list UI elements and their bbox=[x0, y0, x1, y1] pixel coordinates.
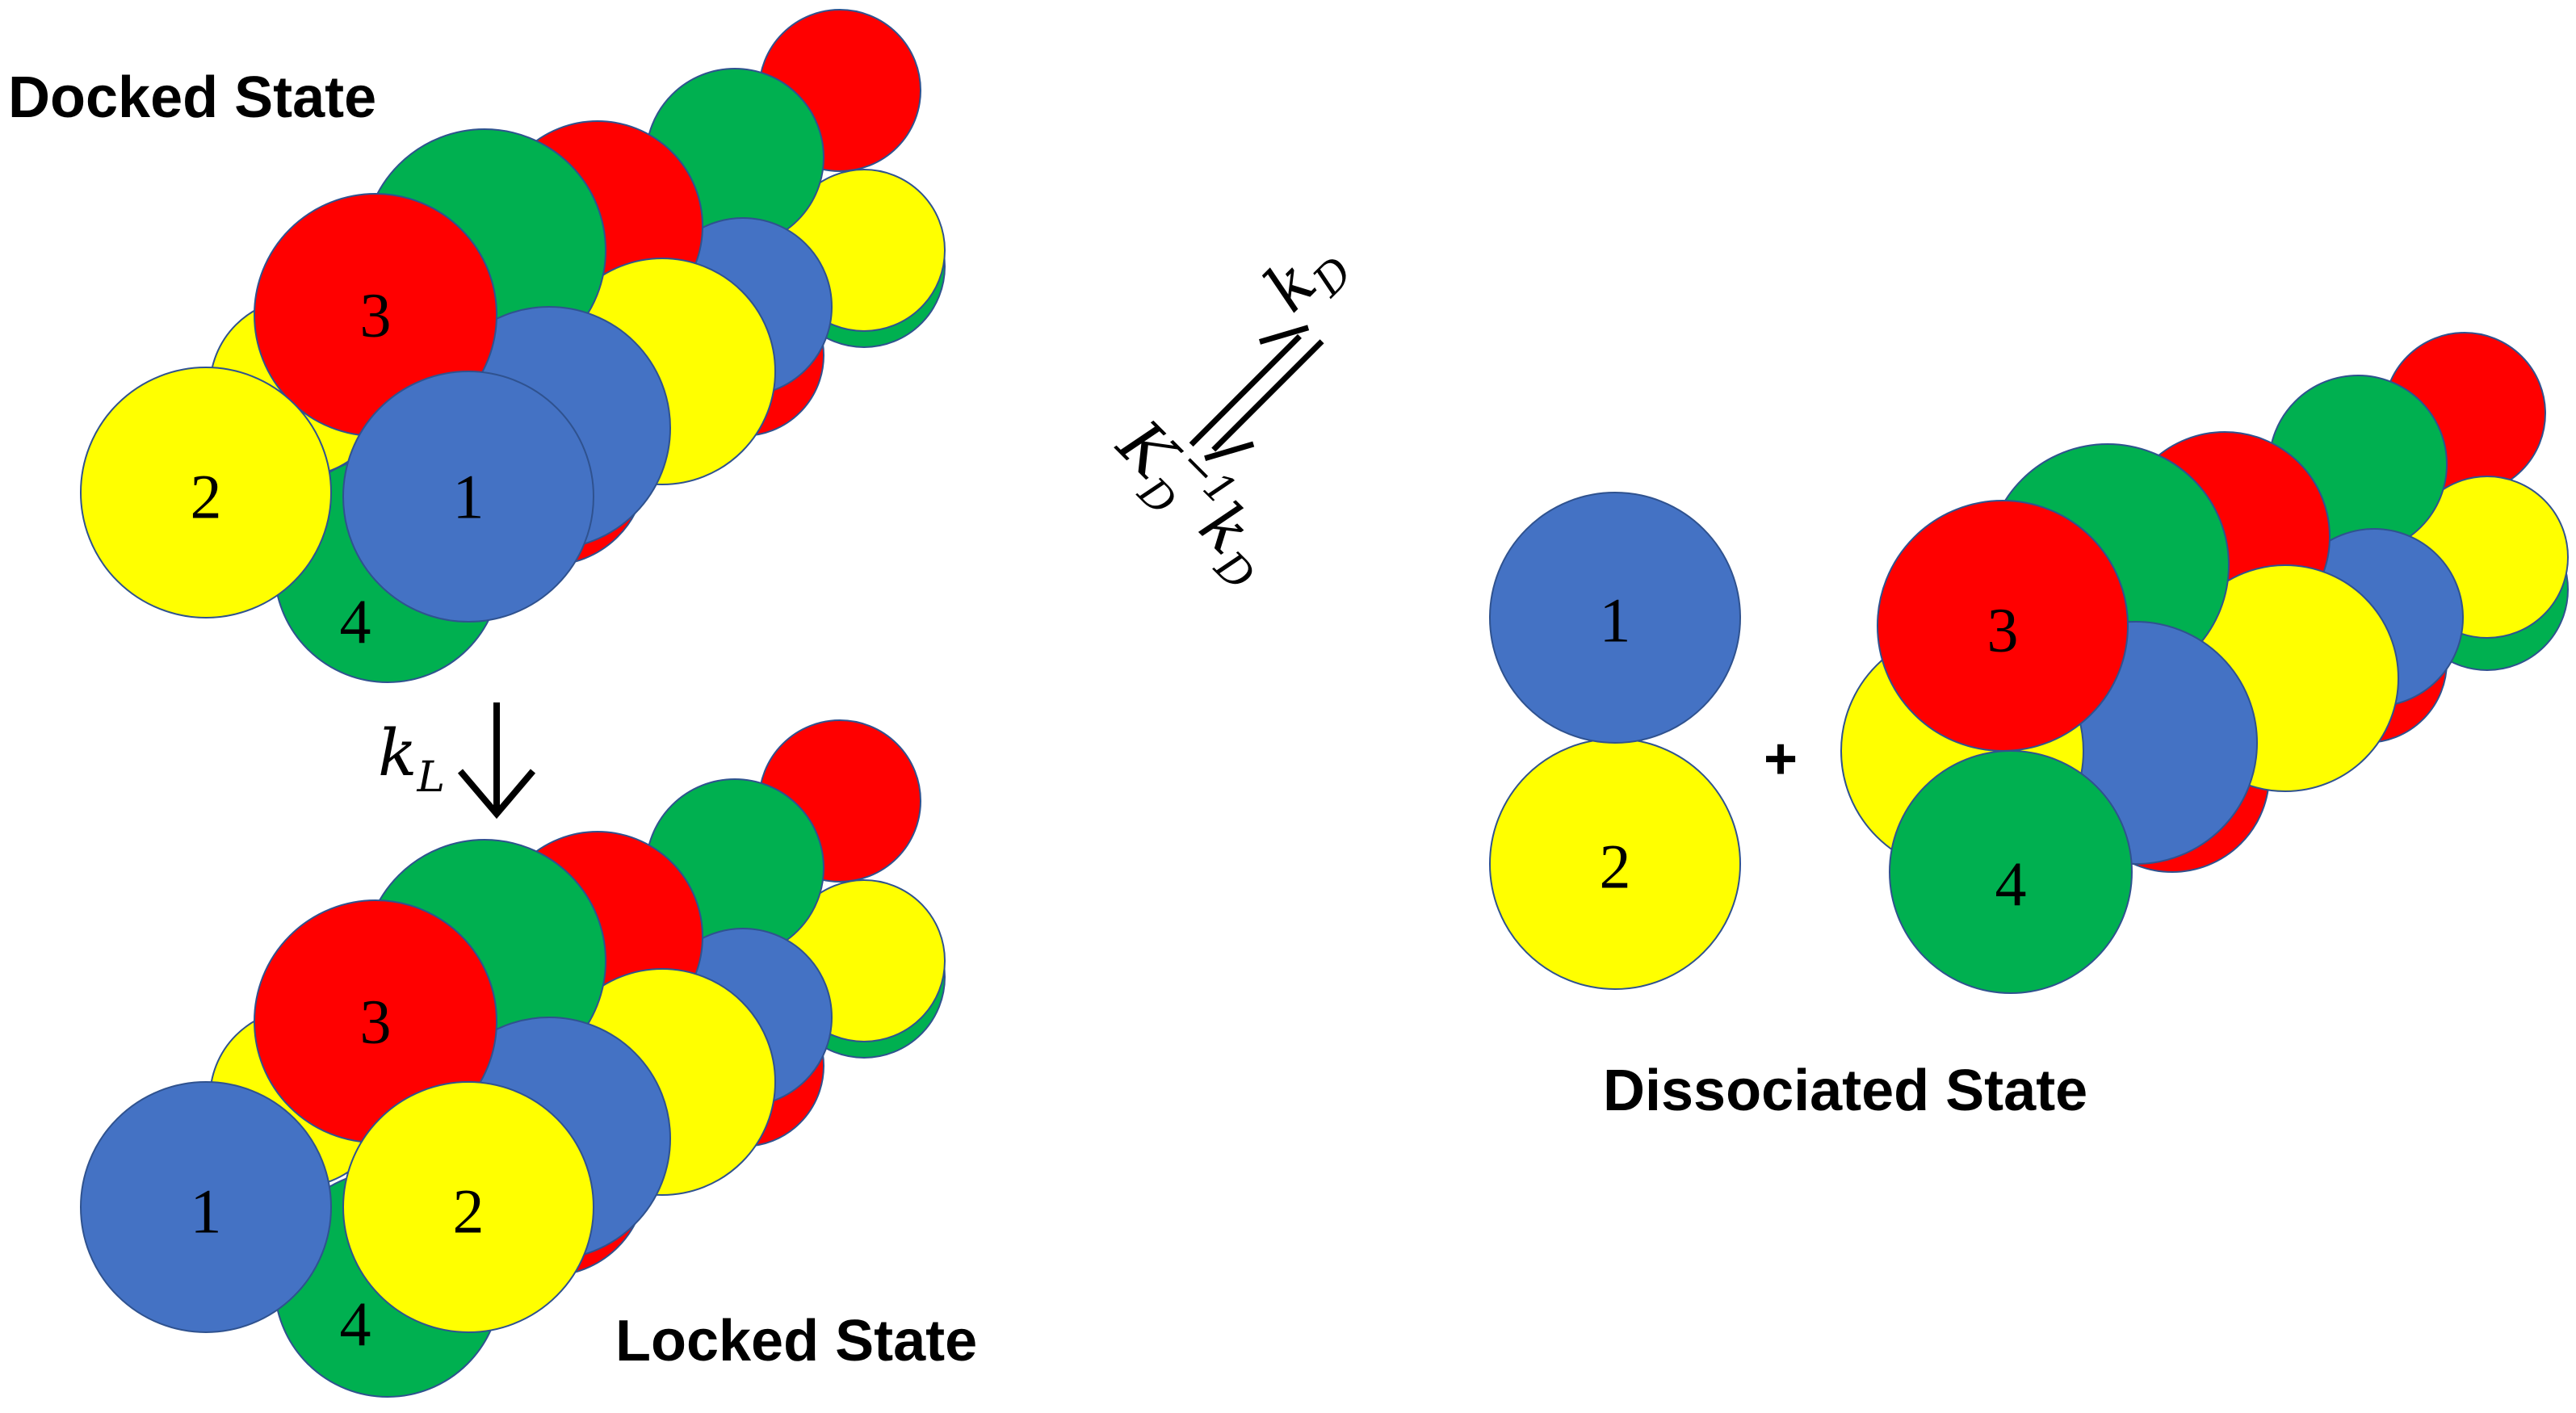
dissociated-state-title: Dissociated State bbox=[1603, 1059, 2087, 1123]
locked-label-1: 1 bbox=[191, 1176, 222, 1247]
dissociated-label-1: 1 bbox=[1600, 585, 1631, 656]
dissociated-monomers: 1 2 bbox=[1489, 492, 1741, 990]
docked-subunit-2 bbox=[80, 367, 332, 618]
kl-rate-label: kL bbox=[378, 715, 445, 802]
kl-transition: kL bbox=[378, 702, 536, 820]
locked-label-4: 4 bbox=[340, 1289, 371, 1360]
docked-label-4: 4 bbox=[340, 587, 371, 657]
docked-label-3: 3 bbox=[360, 280, 392, 350]
equilibrium-arrows bbox=[1189, 325, 1324, 462]
kl-arrow bbox=[457, 702, 536, 820]
filament-label-3: 3 bbox=[1987, 595, 2019, 665]
kd-rate-label: kD bbox=[1250, 221, 1362, 333]
locked-label-3: 3 bbox=[360, 987, 392, 1057]
plus-sign: + bbox=[1764, 727, 1798, 791]
locked-label-2: 2 bbox=[453, 1176, 485, 1247]
locked-subunit-2 bbox=[342, 1081, 594, 1333]
locked-subunit-1 bbox=[80, 1081, 332, 1333]
locked-state-title: Locked State bbox=[615, 1309, 977, 1373]
locked-state-complex: 3 1 2 4 bbox=[80, 719, 946, 1398]
dissociated-label-2: 2 bbox=[1600, 832, 1631, 902]
docked-state-complex: 3 2 1 4 bbox=[80, 9, 946, 683]
docked-label-2: 2 bbox=[191, 462, 222, 532]
filament-label-4: 4 bbox=[1995, 849, 2027, 920]
filament-subunit-4 bbox=[1889, 750, 2133, 994]
docked-state-title: Docked State bbox=[8, 65, 376, 130]
docked-subunit-1 bbox=[342, 371, 594, 623]
dissociated-filament: 3 4 bbox=[1840, 332, 2569, 994]
reverse-rate-label: KD−1kD bbox=[1094, 398, 1298, 602]
dissociated-subunit-1 bbox=[1489, 492, 1741, 744]
docked-label-1: 1 bbox=[453, 462, 485, 532]
